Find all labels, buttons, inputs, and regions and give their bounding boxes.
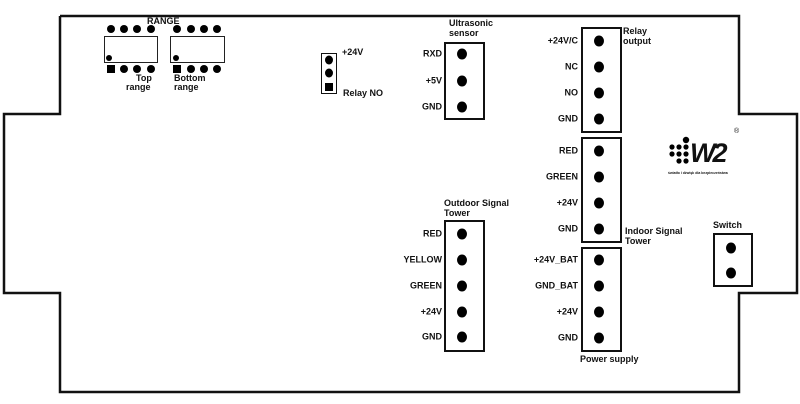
relay-output-title-2: output — [623, 36, 651, 46]
ic-pin — [213, 25, 221, 33]
connector-pin — [457, 306, 467, 318]
connector-pin — [594, 306, 604, 318]
connector-pin — [594, 113, 604, 125]
pin-label: GND — [422, 331, 442, 342]
connector-pin — [594, 145, 604, 157]
pin-label: NC — [565, 61, 578, 72]
connector-pin — [594, 280, 604, 292]
pin-label: RED — [422, 228, 442, 239]
bottom-range-label-2: range — [174, 82, 199, 92]
pin-label: +24V — [420, 306, 442, 317]
connector-pin — [457, 75, 467, 87]
ic-pin — [107, 25, 115, 33]
ic-pin1-dot — [106, 55, 112, 61]
pin-label: RED — [558, 145, 578, 156]
bottom-range-label-1: Bottom — [174, 73, 206, 83]
ic-pin — [133, 65, 141, 73]
relay-output-title-1: Relay — [623, 26, 648, 36]
ic-pin-square — [107, 65, 115, 73]
indoor-title-2: Tower — [625, 236, 651, 246]
ic-pin-square — [173, 65, 181, 73]
connector-pin — [594, 171, 604, 183]
relay-no-24v-label: +24V — [342, 47, 364, 57]
pin-label: GND — [558, 332, 578, 343]
connector-pin — [457, 48, 467, 60]
ic-pin — [213, 65, 221, 73]
connector-pin — [594, 61, 604, 73]
connector-pin — [457, 254, 467, 266]
ultrasonic-title-1: Ultrasonic — [449, 18, 494, 28]
relay-no-label: Relay NO — [343, 88, 384, 98]
logo-text: W2 — [690, 138, 727, 168]
ic-pin — [200, 25, 208, 33]
ic-pin — [147, 65, 155, 73]
ic-pin — [187, 25, 195, 33]
indoor-title-1: Indoor Signal — [625, 226, 683, 236]
pin-label: GND — [422, 101, 442, 112]
ic-pin — [120, 25, 128, 33]
ic-pin — [187, 65, 195, 73]
jumper-pin-square — [325, 83, 333, 91]
ic-pin — [147, 25, 155, 33]
ultrasonic-title-2: sensor — [449, 28, 479, 38]
ic-pin — [120, 65, 128, 73]
logo-registered-mark: ® — [734, 128, 740, 135]
pin-label: YELLOW — [403, 254, 443, 265]
pin-label: +24V_BAT — [533, 254, 578, 265]
pin-label: RXD — [422, 48, 442, 59]
outdoor-title-1: Outdoor Signal — [444, 198, 509, 208]
top-range-ic — [104, 36, 158, 63]
range-title: RANGE — [147, 16, 180, 26]
pin-label: GND_BAT — [535, 280, 578, 291]
connector-pin — [594, 254, 604, 266]
connector-pin — [457, 101, 467, 113]
pin-label: GND — [558, 113, 578, 124]
pin-label: GND — [558, 223, 578, 234]
pin-label: +24V/C — [547, 35, 578, 46]
ic-pin — [173, 25, 181, 33]
pin-label: +24V — [556, 306, 578, 317]
connector-pin — [594, 197, 604, 209]
outdoor-title-2: Tower — [444, 208, 470, 218]
top-range-label-1: Top — [136, 73, 152, 83]
power-supply-title: Power supply — [580, 354, 639, 364]
w2-logo: W2 ® światło i dźwięk dla bezpieczeństwa — [668, 128, 743, 180]
switch-connector — [713, 233, 753, 287]
connector-pin — [457, 331, 467, 343]
connector-pin — [594, 87, 604, 99]
logo-dots-icon — [669, 136, 690, 164]
connector-pin — [594, 35, 604, 47]
jumper-pin — [325, 68, 333, 78]
bottom-range-ic — [170, 36, 225, 63]
ic-pin — [200, 65, 208, 73]
connector-pin — [594, 332, 604, 344]
jumper-pin — [325, 55, 333, 65]
connector-pin — [457, 228, 467, 240]
top-range-label-2: range — [126, 82, 151, 92]
ic-pin — [133, 25, 141, 33]
logo-tagline: światło i dźwięk dla bezpieczeństwa — [668, 171, 728, 175]
pin-label: NO — [564, 87, 579, 98]
pin-label: GREEN — [409, 280, 442, 291]
pin-label: +5V — [425, 75, 442, 86]
pin-label: GREEN — [545, 171, 578, 182]
connector-pin — [726, 267, 736, 279]
pin-label: +24V — [556, 197, 578, 208]
switch-title: Switch — [713, 220, 743, 230]
ic-pin1-dot — [173, 55, 179, 61]
connector-pin — [726, 242, 736, 254]
connector-pin — [594, 223, 604, 235]
connector-pin — [457, 280, 467, 292]
